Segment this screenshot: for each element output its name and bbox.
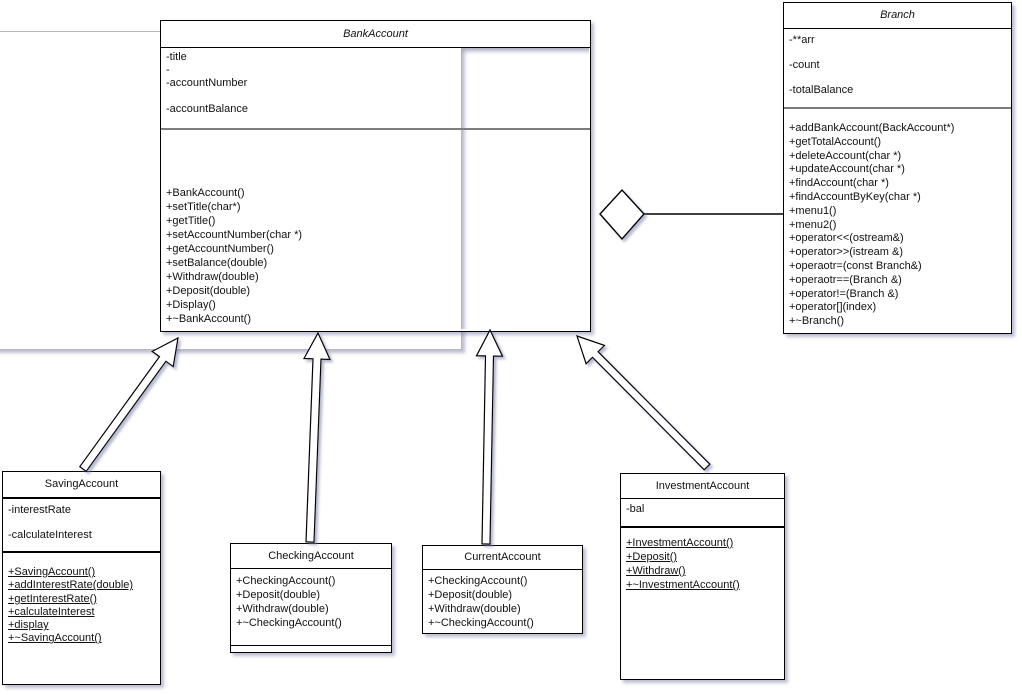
generalization-arrow-investmentaccount[interactable] [577, 336, 710, 470]
class-branch[interactable]: Branch -**arr -count -totalBalance +addB… [783, 2, 1012, 334]
generalization-arrow-currentaccount[interactable] [477, 330, 503, 544]
class-branch-attributes: -**arr -count -totalBalance [789, 34, 854, 96]
class-savingaccount[interactable]: SavingAccount -interestRate -calculateIn… [2, 471, 161, 685]
aggregation-diamond-icon[interactable] [600, 190, 644, 239]
class-investmentaccount-methods: +InvestmentAccount() +Deposit() +Withdra… [626, 537, 740, 591]
class-bankaccount-title: BankAccount [161, 21, 590, 48]
class-checkingaccount-title: CheckingAccount [231, 544, 391, 569]
class-investmentaccount-title: InvestmentAccount [621, 474, 784, 499]
class-investmentaccount-attributes: -bal [626, 503, 645, 515]
empty-overlay-shape[interactable] [461, 48, 589, 329]
class-investmentaccount[interactable]: InvestmentAccount -bal +InvestmentAccoun… [620, 473, 785, 680]
class-checkingaccount[interactable]: CheckingAccount +CheckingAccount() +Depo… [230, 543, 392, 653]
class-bankaccount-attributes: -title - -accountNumber -accountBalance [166, 51, 248, 115]
class-branch-methods: +addBankAccount(BackAccount*) +getTotalA… [789, 122, 955, 328]
class-savingaccount-title: SavingAccount [3, 472, 160, 499]
class-currentaccount-title: CurrentAccount [423, 546, 582, 570]
generalization-arrow-savingaccount[interactable] [80, 338, 178, 471]
compartment-separator [784, 107, 1011, 109]
generalization-arrow-checkingaccount[interactable] [304, 333, 330, 542]
class-currentaccount[interactable]: CurrentAccount +CheckingAccount() +Depos… [422, 545, 583, 634]
class-branch-title: Branch [784, 3, 1011, 29]
compartment-separator [161, 128, 590, 130]
class-savingaccount-methods: +SavingAccount() +addInterestRate(double… [8, 566, 134, 645]
compartment-separator [621, 526, 784, 528]
class-bankaccount[interactable]: BankAccount -title - -accountNumber -acc… [160, 20, 591, 332]
compartment-separator [3, 551, 160, 553]
class-currentaccount-methods: +CheckingAccount() +Deposit(double) +Wit… [428, 575, 534, 629]
compartment-separator [231, 645, 391, 646]
class-savingaccount-attributes: -interestRate -calculateInterest [8, 504, 92, 541]
class-bankaccount-methods: +BankAccount() +setTitle(char*) +getTitl… [166, 187, 303, 325]
class-checkingaccount-methods: +CheckingAccount() +Deposit(double) +Wit… [236, 575, 342, 629]
